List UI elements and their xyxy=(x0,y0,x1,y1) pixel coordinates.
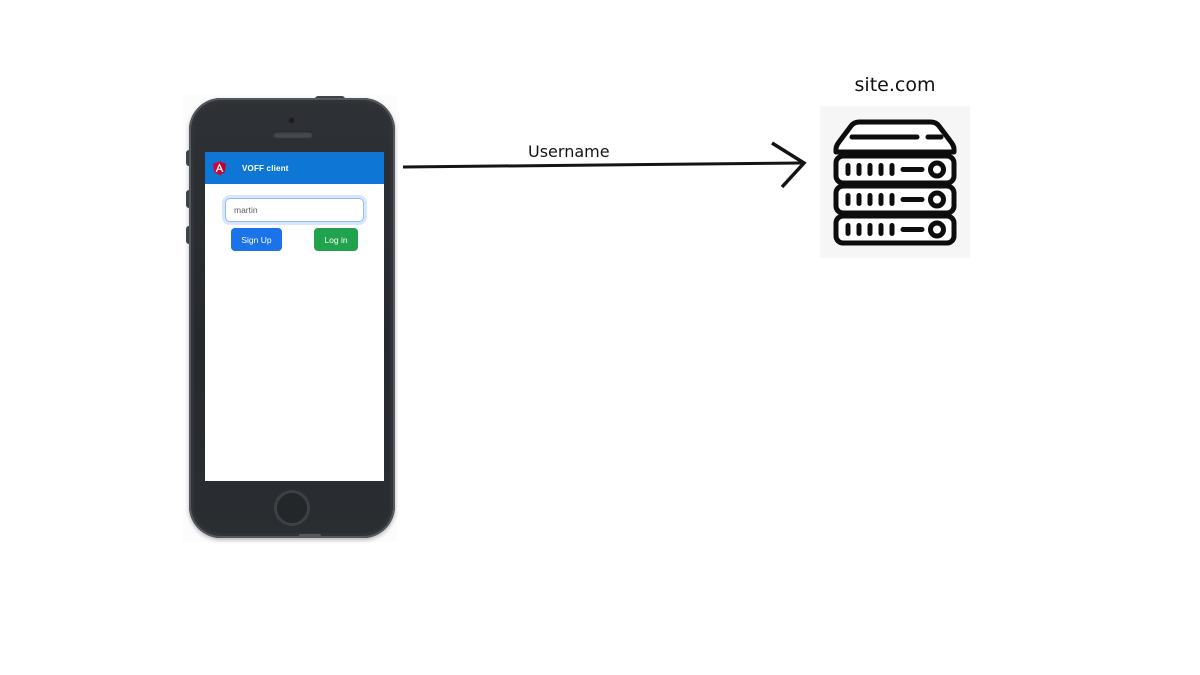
angular-logo-icon xyxy=(211,159,228,177)
server-label: site.com xyxy=(854,74,936,96)
earpiece-speaker-icon xyxy=(273,131,313,138)
phone-body: VOFF client Sign Up Log in xyxy=(189,98,395,538)
sign-up-button[interactable]: Sign Up xyxy=(231,228,282,251)
front-camera-icon xyxy=(288,117,295,124)
charging-port xyxy=(299,534,321,537)
arrow-label: Username xyxy=(528,142,610,161)
phone-mockup: VOFF client Sign Up Log in xyxy=(183,95,397,542)
app-title: VOFF client xyxy=(242,163,289,173)
app-header: VOFF client xyxy=(205,152,384,184)
home-button xyxy=(274,490,310,526)
server-box xyxy=(820,106,970,258)
phone-screen: VOFF client Sign Up Log in xyxy=(205,152,384,481)
username-input[interactable] xyxy=(225,198,364,222)
log-in-button[interactable]: Log in xyxy=(314,228,358,251)
server-rack-icon xyxy=(832,116,958,248)
